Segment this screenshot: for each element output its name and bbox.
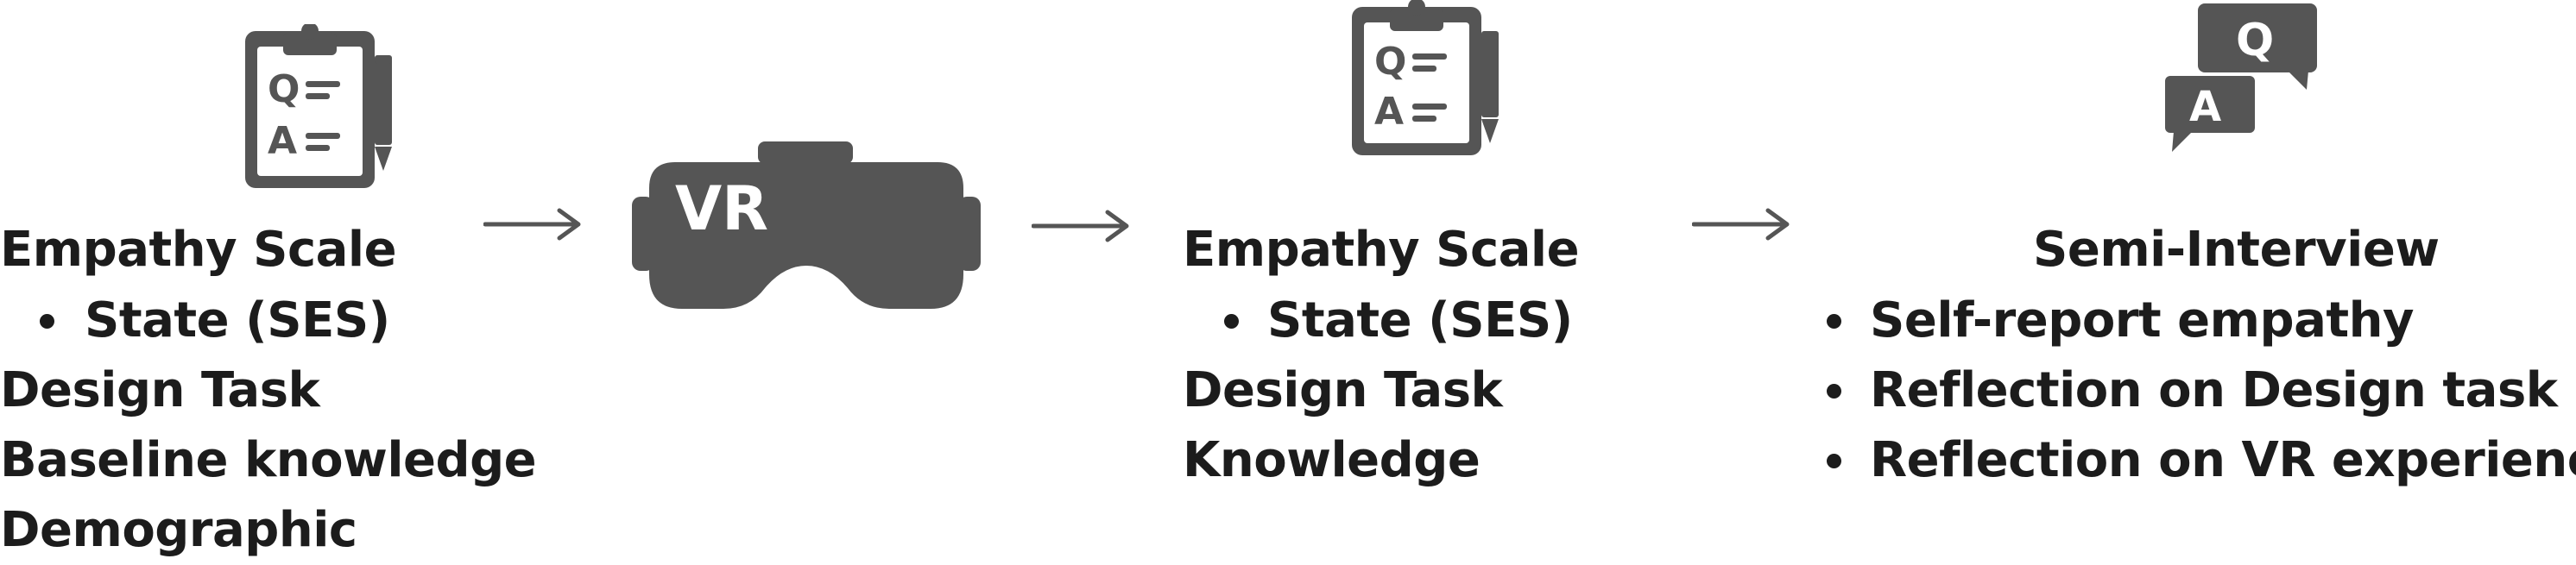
arrow-right-icon xyxy=(483,207,583,242)
step1-heading: Empathy Scale xyxy=(0,222,397,278)
step4-bullet-1: Self-report empathy xyxy=(1870,292,2415,348)
svg-text:A: A xyxy=(2189,83,2221,131)
arrow-right-icon xyxy=(1032,209,1131,243)
bullet-dot xyxy=(1827,314,1841,329)
step4-heading: Semi-Interview xyxy=(2033,222,2440,278)
bullet-dot xyxy=(40,314,54,329)
svg-text:A: A xyxy=(268,119,297,163)
qa-chat-bubbles-icon: Q A xyxy=(2158,0,2322,155)
arrow-right-icon xyxy=(1692,207,1791,242)
svg-text:Q: Q xyxy=(1374,40,1406,84)
bullet-dot xyxy=(1224,314,1239,329)
step3-line-2: Knowledge xyxy=(1183,432,1481,488)
vr-label: VR xyxy=(675,173,768,244)
clipboard-qa-icon: Q A xyxy=(233,24,423,188)
step1-bullet: State (SES) xyxy=(85,292,390,348)
svg-text:Q: Q xyxy=(2236,15,2274,66)
svg-text:A: A xyxy=(1374,90,1404,134)
step1-line-1: Design Task xyxy=(0,362,320,418)
step3-line-1: Design Task xyxy=(1183,362,1503,418)
step3-bullet: State (SES) xyxy=(1267,292,1573,348)
step4-bullet-2: Reflection on Design task xyxy=(1870,362,2558,418)
bullet-dot xyxy=(1827,454,1841,468)
step4-bullet-3: Reflection on VR experience xyxy=(1870,432,2576,488)
step3-heading: Empathy Scale xyxy=(1183,222,1580,278)
step1-line-3: Demographic xyxy=(0,502,357,558)
clipboard-qa-icon: Q A xyxy=(1340,0,1530,164)
vr-headset-icon: VR xyxy=(630,136,993,317)
step1-line-2: Baseline knowledge xyxy=(0,432,537,488)
bullet-dot xyxy=(1827,384,1841,399)
svg-text:Q: Q xyxy=(268,67,300,111)
